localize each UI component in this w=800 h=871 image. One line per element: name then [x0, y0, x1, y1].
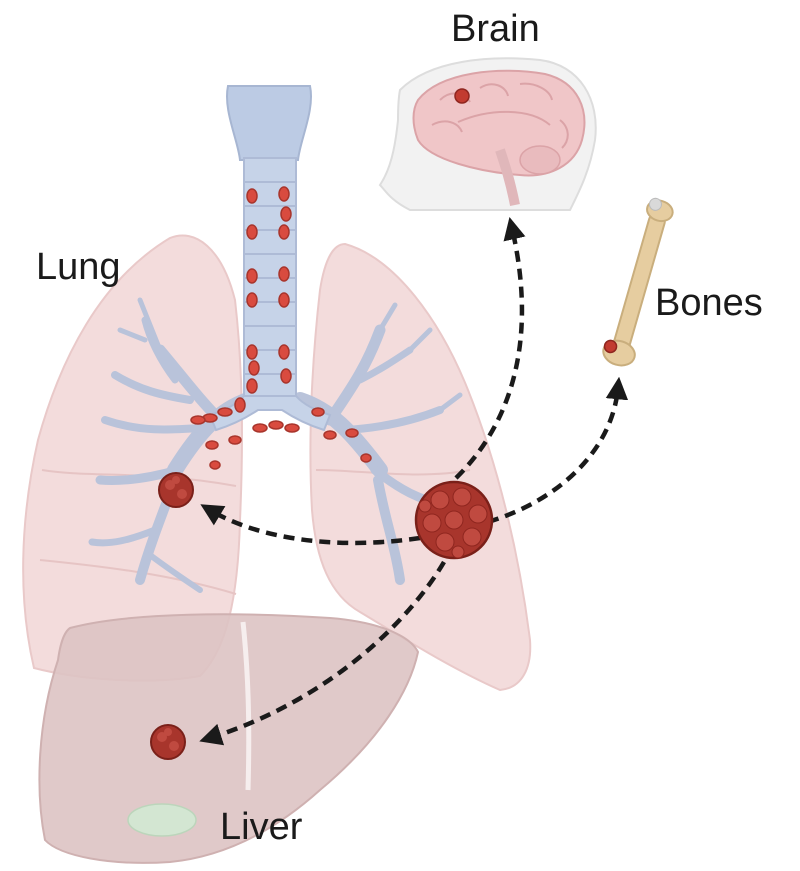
label-liver: Liver: [220, 808, 302, 846]
brain-icon: [380, 58, 596, 210]
lung-metastasis: [159, 473, 193, 507]
label-brain: Brain: [451, 10, 540, 48]
label-bones: Bones: [655, 284, 763, 322]
liver-metastasis: [151, 725, 185, 759]
arrow-to-bones: [488, 388, 618, 522]
label-lung: Lung: [36, 248, 121, 286]
brain-metastasis: [455, 89, 469, 103]
primary-tumor-icon: [416, 482, 492, 558]
